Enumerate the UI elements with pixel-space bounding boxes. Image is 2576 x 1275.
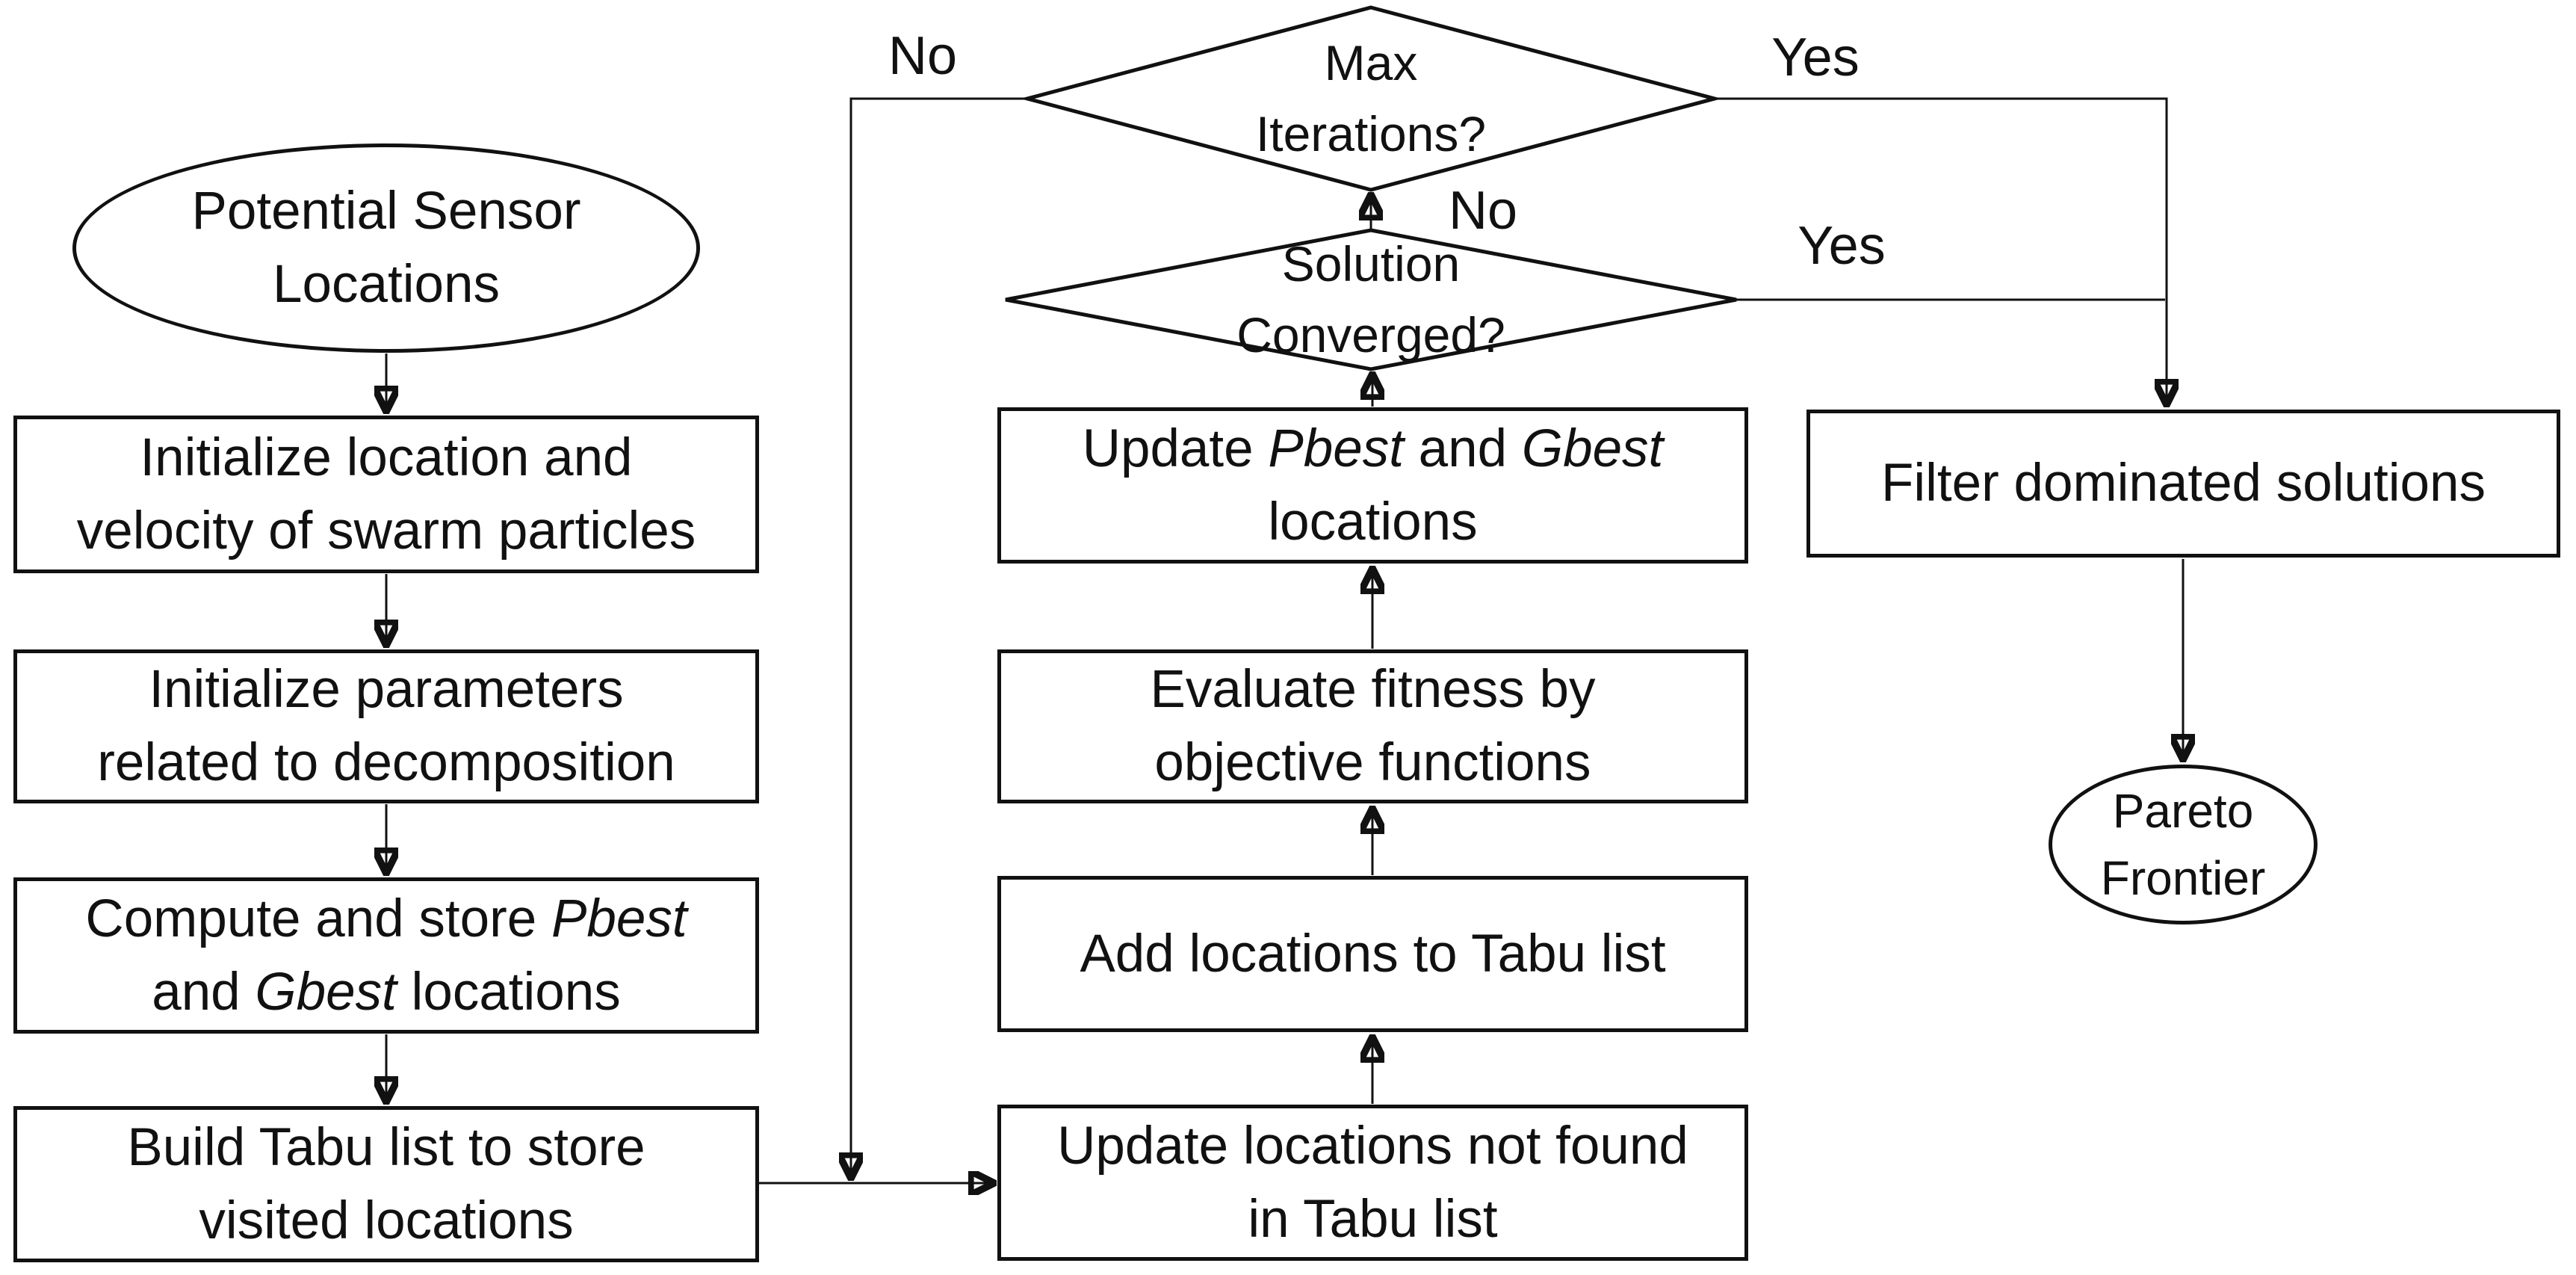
decision-solution-converged-shape: [1005, 228, 1737, 371]
node-label: Add locations to Tabu list: [1080, 924, 1666, 984]
edge-label-solution-converged-yes: Yes: [1767, 211, 1916, 282]
node-add-locations-tabu: Add locations to Tabu list: [997, 876, 1748, 1032]
edge-label-text: Yes: [1798, 216, 1886, 276]
edge-max-iterations-yes: [1715, 97, 2167, 401]
edge-label-text: Yes: [1771, 28, 1860, 87]
edge-max-iterations-no: [851, 97, 1027, 1175]
edge-label-text: No: [1448, 181, 1518, 241]
node-filter-dominated: Filter dominated solutions: [1806, 410, 2560, 558]
edge-label-max-iterations-yes: Yes: [1741, 22, 1890, 93]
decision-max-iterations-shape: [1020, 5, 1722, 192]
edge-label-max-iterations-no: No: [848, 21, 997, 92]
edge-label-solution-converged-no: No: [1408, 176, 1558, 247]
node-label: Filter dominated solutions: [1880, 454, 2486, 513]
edge-label-text: No: [888, 26, 958, 86]
